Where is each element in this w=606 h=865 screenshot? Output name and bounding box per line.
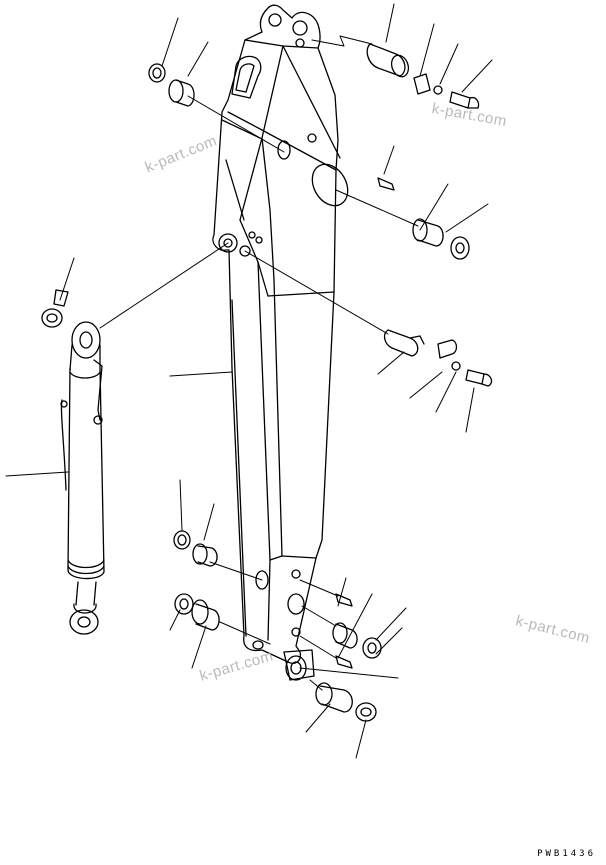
leader-lines (5, 3, 493, 759)
drawing-code: PWB1436 (537, 849, 596, 859)
hydraulic-cylinder (60, 321, 105, 635)
arm-body (212, 4, 349, 681)
parts (41, 43, 493, 722)
